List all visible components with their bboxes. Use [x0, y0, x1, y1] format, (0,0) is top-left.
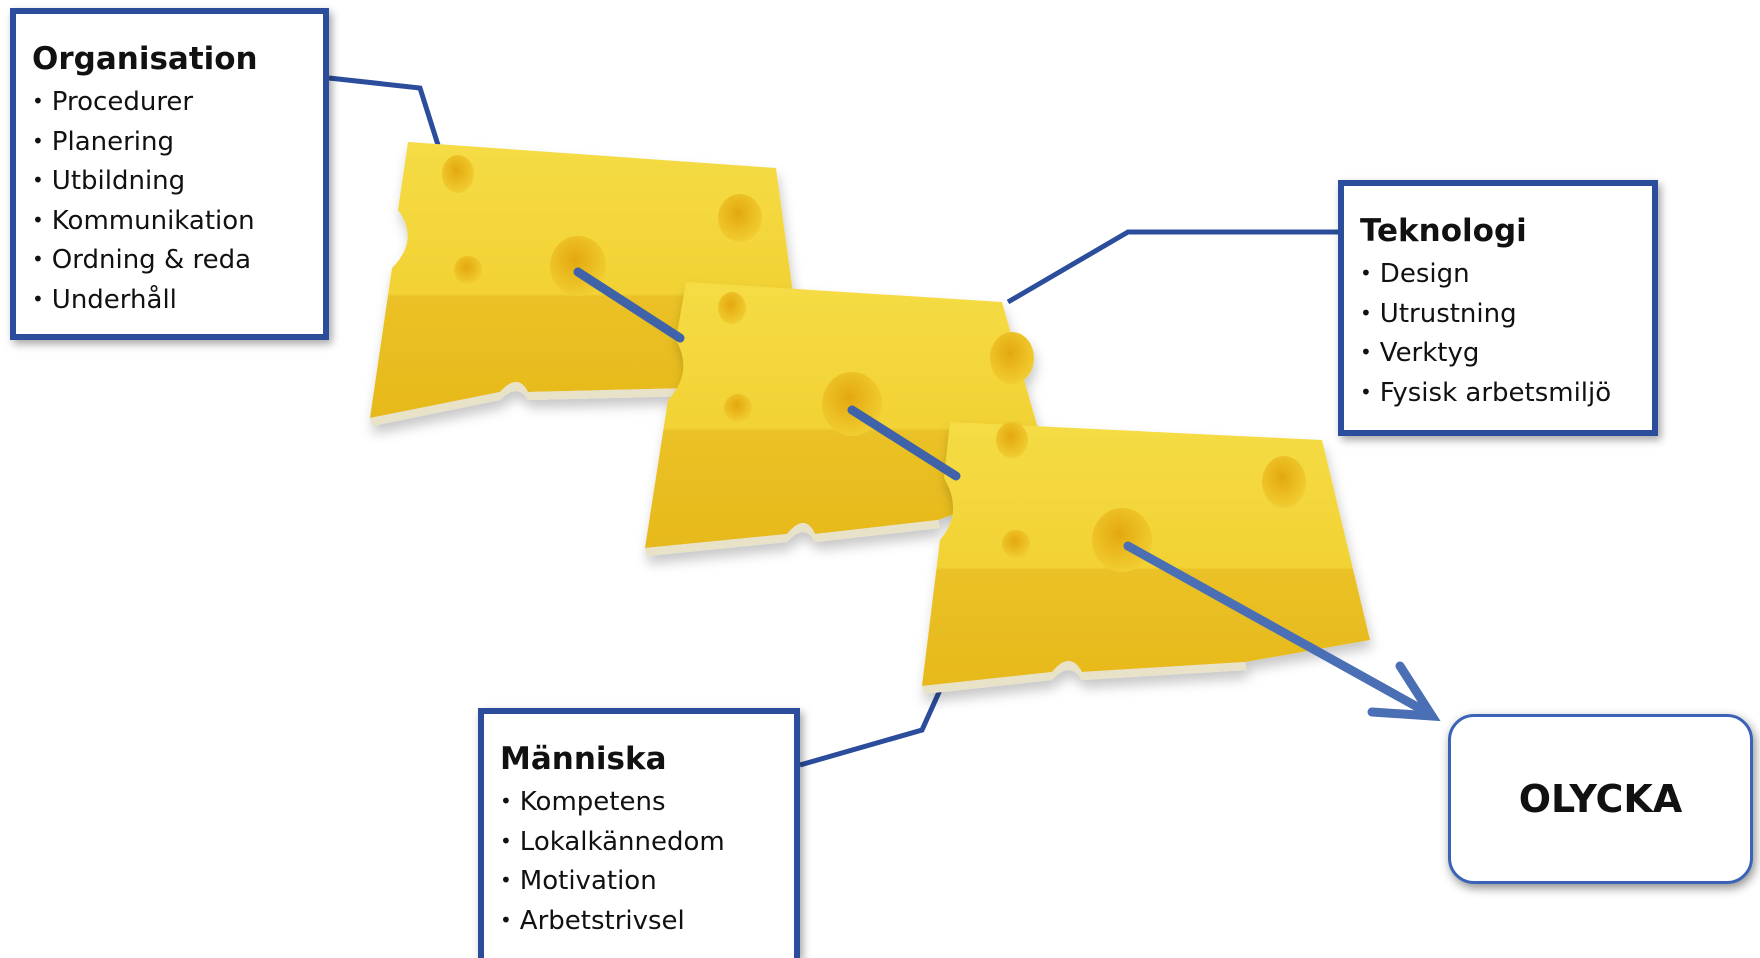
list-item: Ordning & reda: [32, 240, 323, 280]
connector-teknologi: [1006, 229, 1338, 305]
list-item: Utbildning: [32, 161, 323, 201]
list-item: Kommunikation: [32, 201, 323, 241]
list-item: Lokalkännedom: [500, 822, 794, 862]
accident-trajectory-arrow: [573, 267, 1441, 722]
list-item: Planering: [32, 122, 323, 162]
olycka-box: OLYCKA: [1448, 714, 1753, 884]
list-item: Kompetens: [500, 782, 794, 822]
teknologi-title: Teknologi: [1360, 213, 1527, 249]
connector-organisation: [328, 75, 441, 146]
olycka-label: OLYCKA: [1518, 777, 1683, 821]
list-item: Utrustning: [1360, 294, 1652, 334]
list-item: Arbetstrivsel: [500, 901, 794, 941]
organisation-title: Organisation: [32, 41, 258, 77]
teknologi-list: Design Utrustning Verktyg Fysisk arbetsm…: [1360, 254, 1652, 412]
list-item: Procedurer: [32, 82, 323, 122]
list-item: Underhåll: [32, 280, 323, 320]
organisation-box: Organisation Procedurer Planering Utbild…: [10, 8, 329, 340]
teknologi-box: Teknologi Design Utrustning Verktyg Fysi…: [1338, 180, 1658, 436]
manniska-box: Människa Kompetens Lokalkännedom Motivat…: [478, 708, 800, 958]
organisation-list: Procedurer Planering Utbildning Kommunik…: [32, 82, 323, 319]
list-item: Design: [1360, 254, 1652, 294]
connector-manniska: [799, 688, 943, 768]
list-item: Fysisk arbetsmiljö: [1360, 373, 1652, 413]
manniska-list: Kompetens Lokalkännedom Motivation Arbet…: [500, 782, 794, 940]
list-item: Verktyg: [1360, 333, 1652, 373]
list-item: Motivation: [500, 861, 794, 901]
manniska-title: Människa: [500, 741, 667, 777]
